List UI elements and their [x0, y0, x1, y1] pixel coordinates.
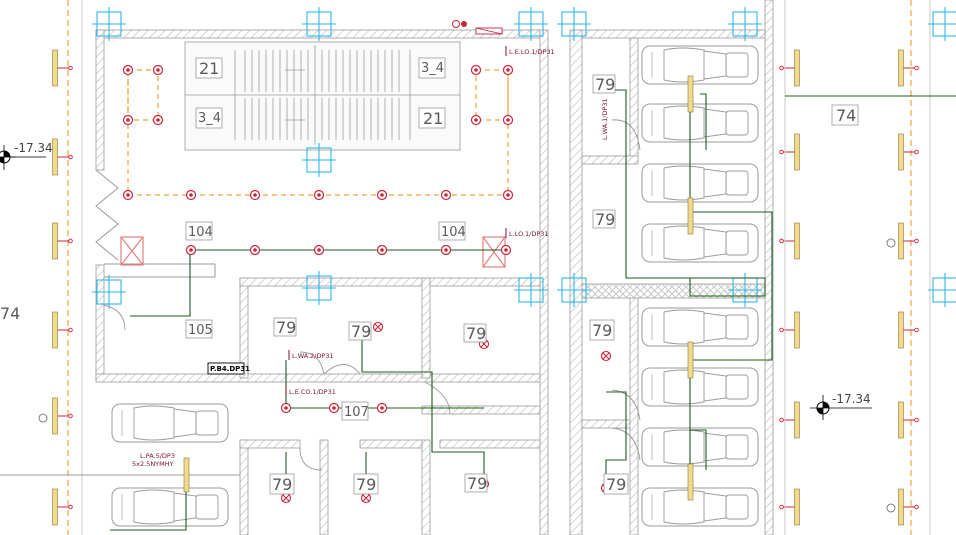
room-label: 79 [595, 75, 615, 94]
room-label: 79 [592, 321, 612, 340]
elevation-marker [810, 395, 872, 420]
room-label: 104 [441, 225, 466, 240]
garage-light-bars [183, 75, 694, 501]
circuit-label: L.WA.2/DP31 [292, 352, 334, 360]
room-label: 79 [467, 474, 487, 493]
circuit-label: L.LO.1/DP31 [509, 230, 549, 238]
socket-markers [38, 238, 896, 513]
room-label: 104 [188, 225, 213, 240]
circuit-label: L.PA.5/DP3 [140, 452, 175, 460]
circuit-label: L.E.LO.1/DP31 [509, 48, 555, 56]
elevation-marker [0, 145, 46, 170]
door-swings [103, 119, 641, 471]
elevation-label: -17.34 [832, 392, 871, 406]
room-labels: 21 3_4 3_4 21 104 104 105 107 74 74 79 7… [0, 57, 859, 495]
room-label: 107 [344, 405, 369, 420]
room-label: 3_4 [198, 111, 221, 126]
room-label: 79 [356, 475, 376, 494]
room-label: 21 [199, 59, 219, 78]
staircase [184, 41, 461, 151]
fire-alarm-symbol [452, 20, 503, 35]
room-label: 3_4 [421, 61, 444, 76]
circuit-label: L.WA.1/DP31 [601, 98, 609, 140]
boundary-dashed-lines [67, 0, 912, 535]
room-label: 79 [606, 475, 626, 494]
elevation-label: -17.34 [14, 141, 53, 155]
circuit-label: 5x2.5NYMHY [132, 460, 174, 468]
room-label: 74 [836, 106, 856, 125]
panel-label: P.B4.DP31 [210, 365, 250, 373]
circuit-label: L.E.CO.1/DP31 [289, 388, 336, 396]
room-label: 74 [0, 304, 20, 323]
room-label: 79 [351, 322, 371, 341]
room-label: 21 [423, 109, 443, 128]
room-label: 79 [272, 475, 292, 494]
room-label: 79 [276, 318, 296, 337]
expansion-joint [95, 169, 119, 261]
room-label: 79 [466, 324, 486, 343]
room-label: 105 [188, 323, 213, 338]
circuit-labels: L.E.LO.1/DP31 L.LO.1/DP31 L.WA.1/DP31 L.… [132, 46, 609, 468]
left-light-column [52, 49, 73, 526]
room-label: 79 [595, 210, 615, 229]
walls [95, 0, 774, 535]
